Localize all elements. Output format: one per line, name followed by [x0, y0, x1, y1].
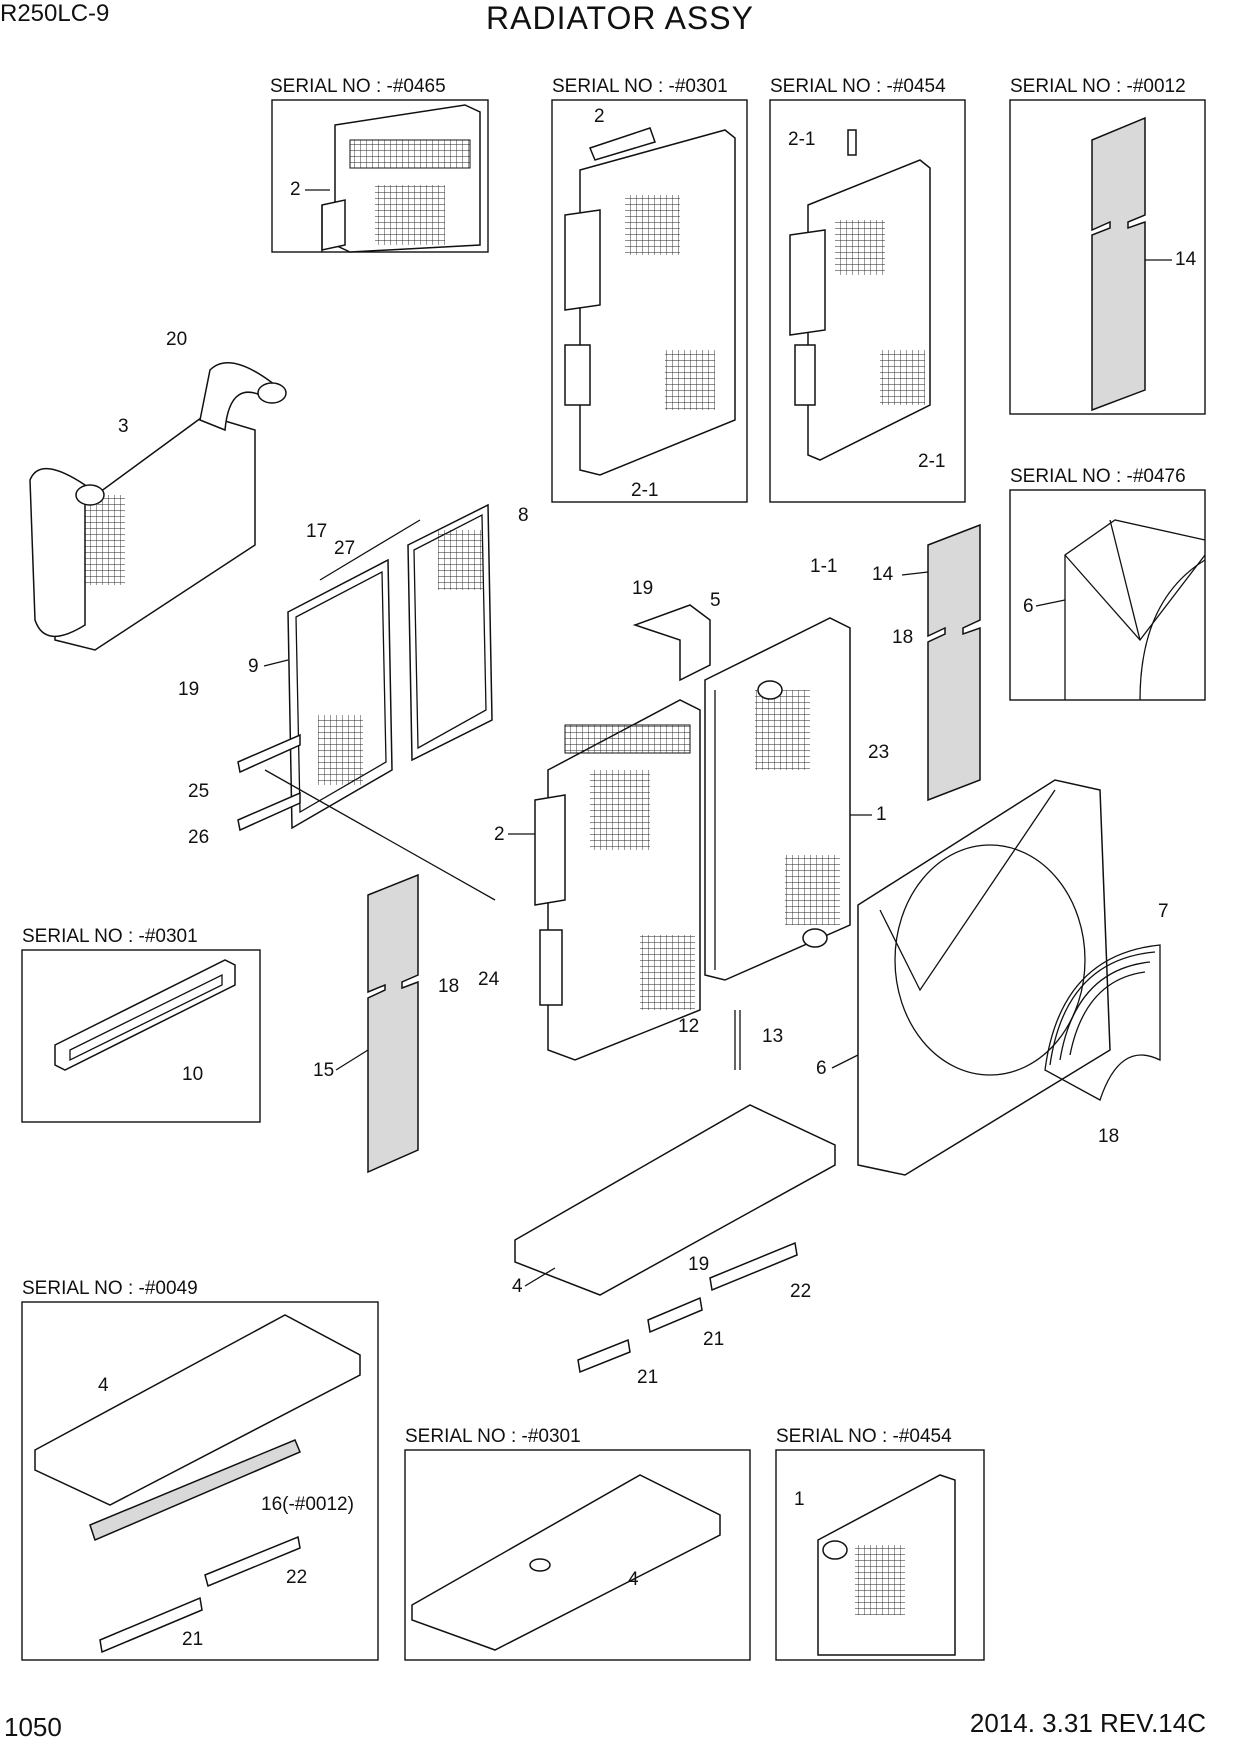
serial-box-0301-a: SERIAL NO : -#0301: [551, 76, 748, 503]
intercooler: [29, 362, 287, 651]
serial-box-0049: SERIAL NO : -#0049: [21, 1278, 379, 1661]
page-title: RADIATOR ASSY: [486, 0, 754, 36]
radiator-front: [534, 699, 701, 1061]
serial-label: SERIAL NO : -#0454: [770, 76, 946, 97]
callout: 23: [868, 742, 889, 763]
serial-label: SERIAL NO : -#0454: [776, 1426, 952, 1447]
callout: 18: [438, 976, 459, 997]
pad-21b: [577, 1338, 631, 1374]
callout: 4: [512, 1276, 523, 1297]
callout: 2-1: [631, 480, 658, 501]
serial-box-0465: SERIAL NO : -#0465: [270, 76, 489, 253]
callout: 1: [876, 804, 887, 825]
callout: 19: [632, 578, 653, 599]
page-number: 1050: [4, 1712, 62, 1742]
callout: 19: [688, 1254, 709, 1275]
serial-label: SERIAL NO : -#0012: [1010, 76, 1186, 97]
bracket-5: [632, 604, 711, 682]
callout: 25: [188, 781, 209, 802]
callout: 9: [248, 656, 259, 677]
stay-26: [237, 791, 301, 832]
callout: 7: [1158, 901, 1169, 922]
callout: 21: [637, 1367, 658, 1388]
serial-box-0454-a: SERIAL NO : -#0454: [769, 76, 966, 503]
callout: 14: [1175, 249, 1197, 270]
base-4: [514, 1104, 836, 1296]
serial-box-0454-b: SERIAL NO : -#0454: [775, 1426, 985, 1661]
screen-9: [287, 558, 393, 830]
callout: 22: [790, 1281, 811, 1302]
callout: 8: [518, 505, 529, 526]
cover-15: [367, 873, 419, 1174]
callout: 21: [182, 1629, 203, 1650]
callout: 16(-#0012): [261, 1494, 354, 1515]
callout: 1: [794, 1489, 805, 1510]
serial-label: SERIAL NO : -#0465: [270, 76, 446, 97]
model-number: R250LC-9: [0, 0, 110, 27]
callout: 18: [1098, 1126, 1119, 1147]
callout: 2-1: [918, 451, 945, 472]
callout: 27: [334, 538, 355, 559]
callout: 14: [872, 564, 894, 585]
callout: 4: [98, 1375, 109, 1396]
callout: 22: [286, 1567, 307, 1588]
shroud-6: [857, 779, 1111, 1176]
serial-label: SERIAL NO : -#0049: [22, 1278, 198, 1299]
callout: 1-1: [810, 556, 837, 577]
serial-label: SERIAL NO : -#0301: [552, 76, 728, 97]
callout: 24: [478, 969, 500, 990]
serial-box-0301-c: SERIAL NO : -#0301: [404, 1426, 751, 1661]
callout: 2-1: [788, 129, 815, 150]
screen-8: [407, 503, 493, 762]
callout: 17: [306, 521, 327, 542]
serial-box-0012: SERIAL NO : -#0012: [1009, 76, 1206, 415]
callouts: 2 2 2-1 2-1 2-1 14 20 3 17 27 8 19 5 1-1…: [98, 106, 1197, 1650]
callout: 12: [678, 1016, 699, 1037]
fan-guard-7: [1044, 944, 1161, 1101]
callout: 20: [166, 329, 187, 350]
serial-box-0301-b: SERIAL NO : -#0301: [21, 926, 261, 1123]
serial-box-0476: SERIAL NO : -#0476: [1009, 466, 1206, 701]
callout: 15: [313, 1060, 334, 1081]
callout: 5: [710, 590, 721, 611]
serial-label: SERIAL NO : -#0476: [1010, 466, 1186, 487]
serial-label: SERIAL NO : -#0301: [405, 1426, 581, 1447]
callout: 4: [628, 1569, 639, 1590]
callout: 26: [188, 827, 209, 848]
callout: 21: [703, 1329, 724, 1350]
callout: 2: [594, 106, 605, 127]
callout: 6: [816, 1058, 827, 1079]
pad-22: [709, 1241, 798, 1292]
callout: 13: [762, 1026, 783, 1047]
callout: 2: [290, 179, 301, 200]
cover-14: [927, 523, 981, 802]
callout: 6: [1023, 596, 1034, 617]
callout: 3: [118, 416, 129, 437]
callout: 19: [178, 679, 199, 700]
pad-21a: [647, 1296, 703, 1334]
revision-date: 2014. 3.31 REV.14C: [969, 1708, 1206, 1738]
callout: 18: [892, 627, 913, 648]
radiator-rear: [704, 617, 851, 981]
stay-25: [237, 733, 301, 774]
serial-label: SERIAL NO : -#0301: [22, 926, 198, 947]
callout: 10: [182, 1064, 203, 1085]
callout: 2: [494, 824, 505, 845]
